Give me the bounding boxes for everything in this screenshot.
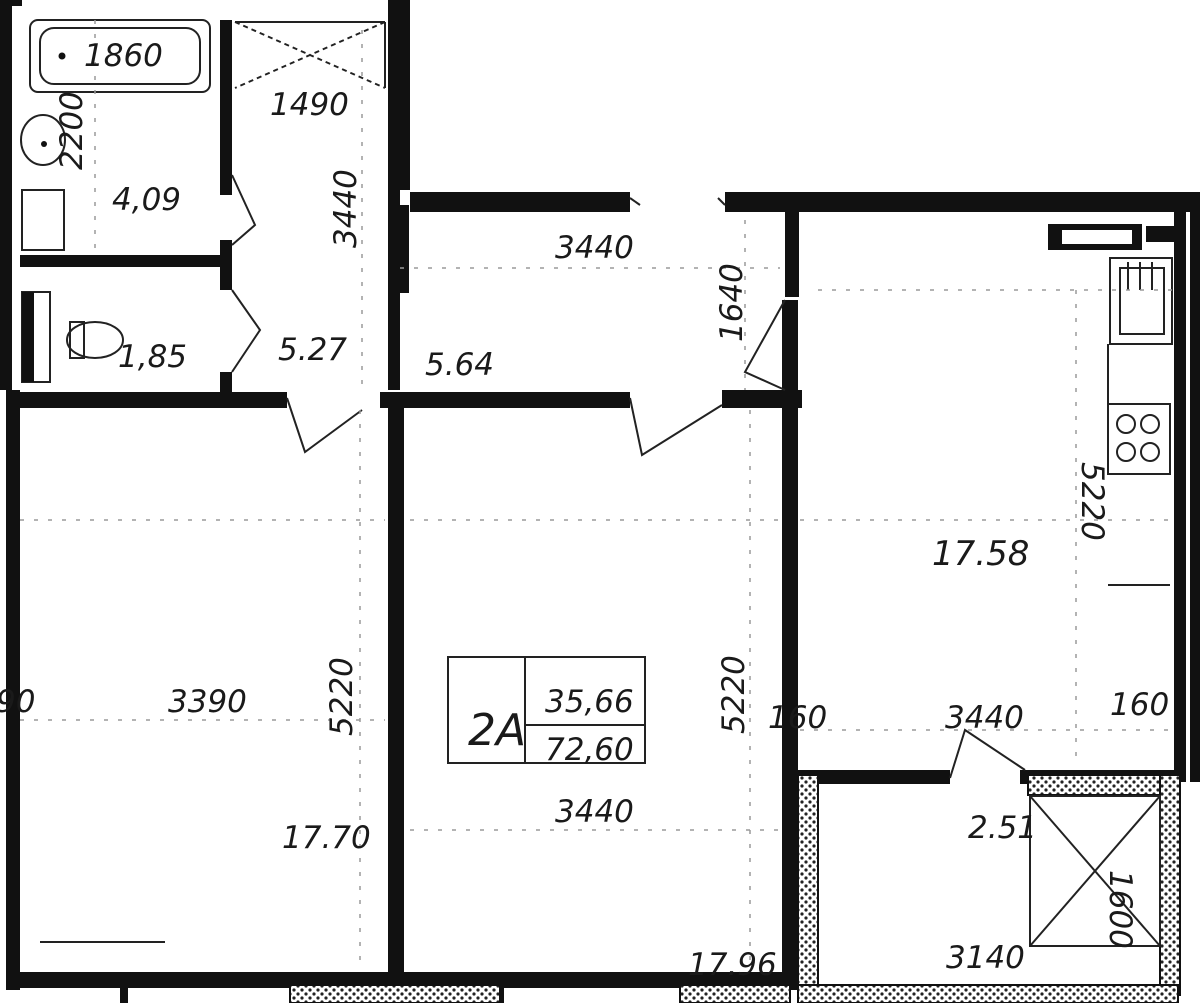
bathtub-outline bbox=[29, 19, 211, 93]
dim-corridor-length: 3440 bbox=[555, 230, 634, 266]
dim-closet-width: 1490 bbox=[270, 87, 349, 123]
dim-kitchen-depth: 5220 bbox=[1074, 462, 1110, 541]
fixtures bbox=[20, 19, 1176, 947]
dim-kitchen-right-offset: 160 bbox=[1110, 687, 1169, 723]
dim-left-room-partial: 90 bbox=[0, 684, 35, 720]
dimension-lines bbox=[20, 20, 1174, 970]
kitchen-sink-icon bbox=[1109, 257, 1173, 345]
labels: 1860 4,09 1,85 5.27 5.64 17.70 17.96 17.… bbox=[0, 38, 1169, 983]
room-area-hall-upper: 5.27 bbox=[278, 332, 347, 368]
toilet-icon bbox=[66, 321, 124, 359]
drain-icon bbox=[58, 52, 66, 60]
room-area-bathroom: 4,09 bbox=[112, 182, 181, 218]
total-area-value: 72,60 bbox=[545, 732, 634, 768]
dim-bath-width: 2200 bbox=[54, 91, 90, 170]
room-area-corridor: 5.64 bbox=[425, 347, 494, 383]
dim-kitchen-left-offset: 160 bbox=[768, 700, 827, 736]
dim-balcony-depth: 1600 bbox=[1102, 870, 1138, 949]
room-area-middle: 17.96 bbox=[688, 947, 777, 983]
bathtub-inner bbox=[39, 27, 201, 85]
dim-corridor-width: 1640 bbox=[714, 263, 750, 342]
washbasin-icon bbox=[20, 114, 66, 166]
dim-hall-height: 3440 bbox=[328, 169, 364, 248]
dim-middle-room-depth: 5220 bbox=[716, 655, 752, 734]
bath-fixture-label: 1860 bbox=[84, 38, 163, 74]
dim-kitchen-width: 3440 bbox=[945, 700, 1024, 736]
dim-middle-room-width: 3440 bbox=[555, 794, 634, 830]
dim-balcony-width: 3140 bbox=[946, 940, 1025, 976]
room-area-balcony: 2.51 bbox=[968, 810, 1037, 846]
dim-left-room-depth: 5220 bbox=[324, 657, 360, 736]
bath-cabinet bbox=[21, 189, 65, 251]
doors bbox=[231, 174, 1026, 779]
unit-code: 2A bbox=[468, 705, 526, 756]
room-area-kitchen: 17.58 bbox=[932, 534, 1029, 574]
room-area-left: 17.70 bbox=[282, 820, 371, 856]
living-area-value: 35,66 bbox=[545, 684, 634, 720]
plan-badge: 2A 35,66 72,60 bbox=[447, 656, 646, 768]
room-area-wc: 1,85 bbox=[118, 339, 187, 375]
dim-left-room-width: 3390 bbox=[168, 684, 247, 720]
stove-icon bbox=[1107, 403, 1171, 475]
balcony-walls bbox=[289, 774, 1181, 1003]
